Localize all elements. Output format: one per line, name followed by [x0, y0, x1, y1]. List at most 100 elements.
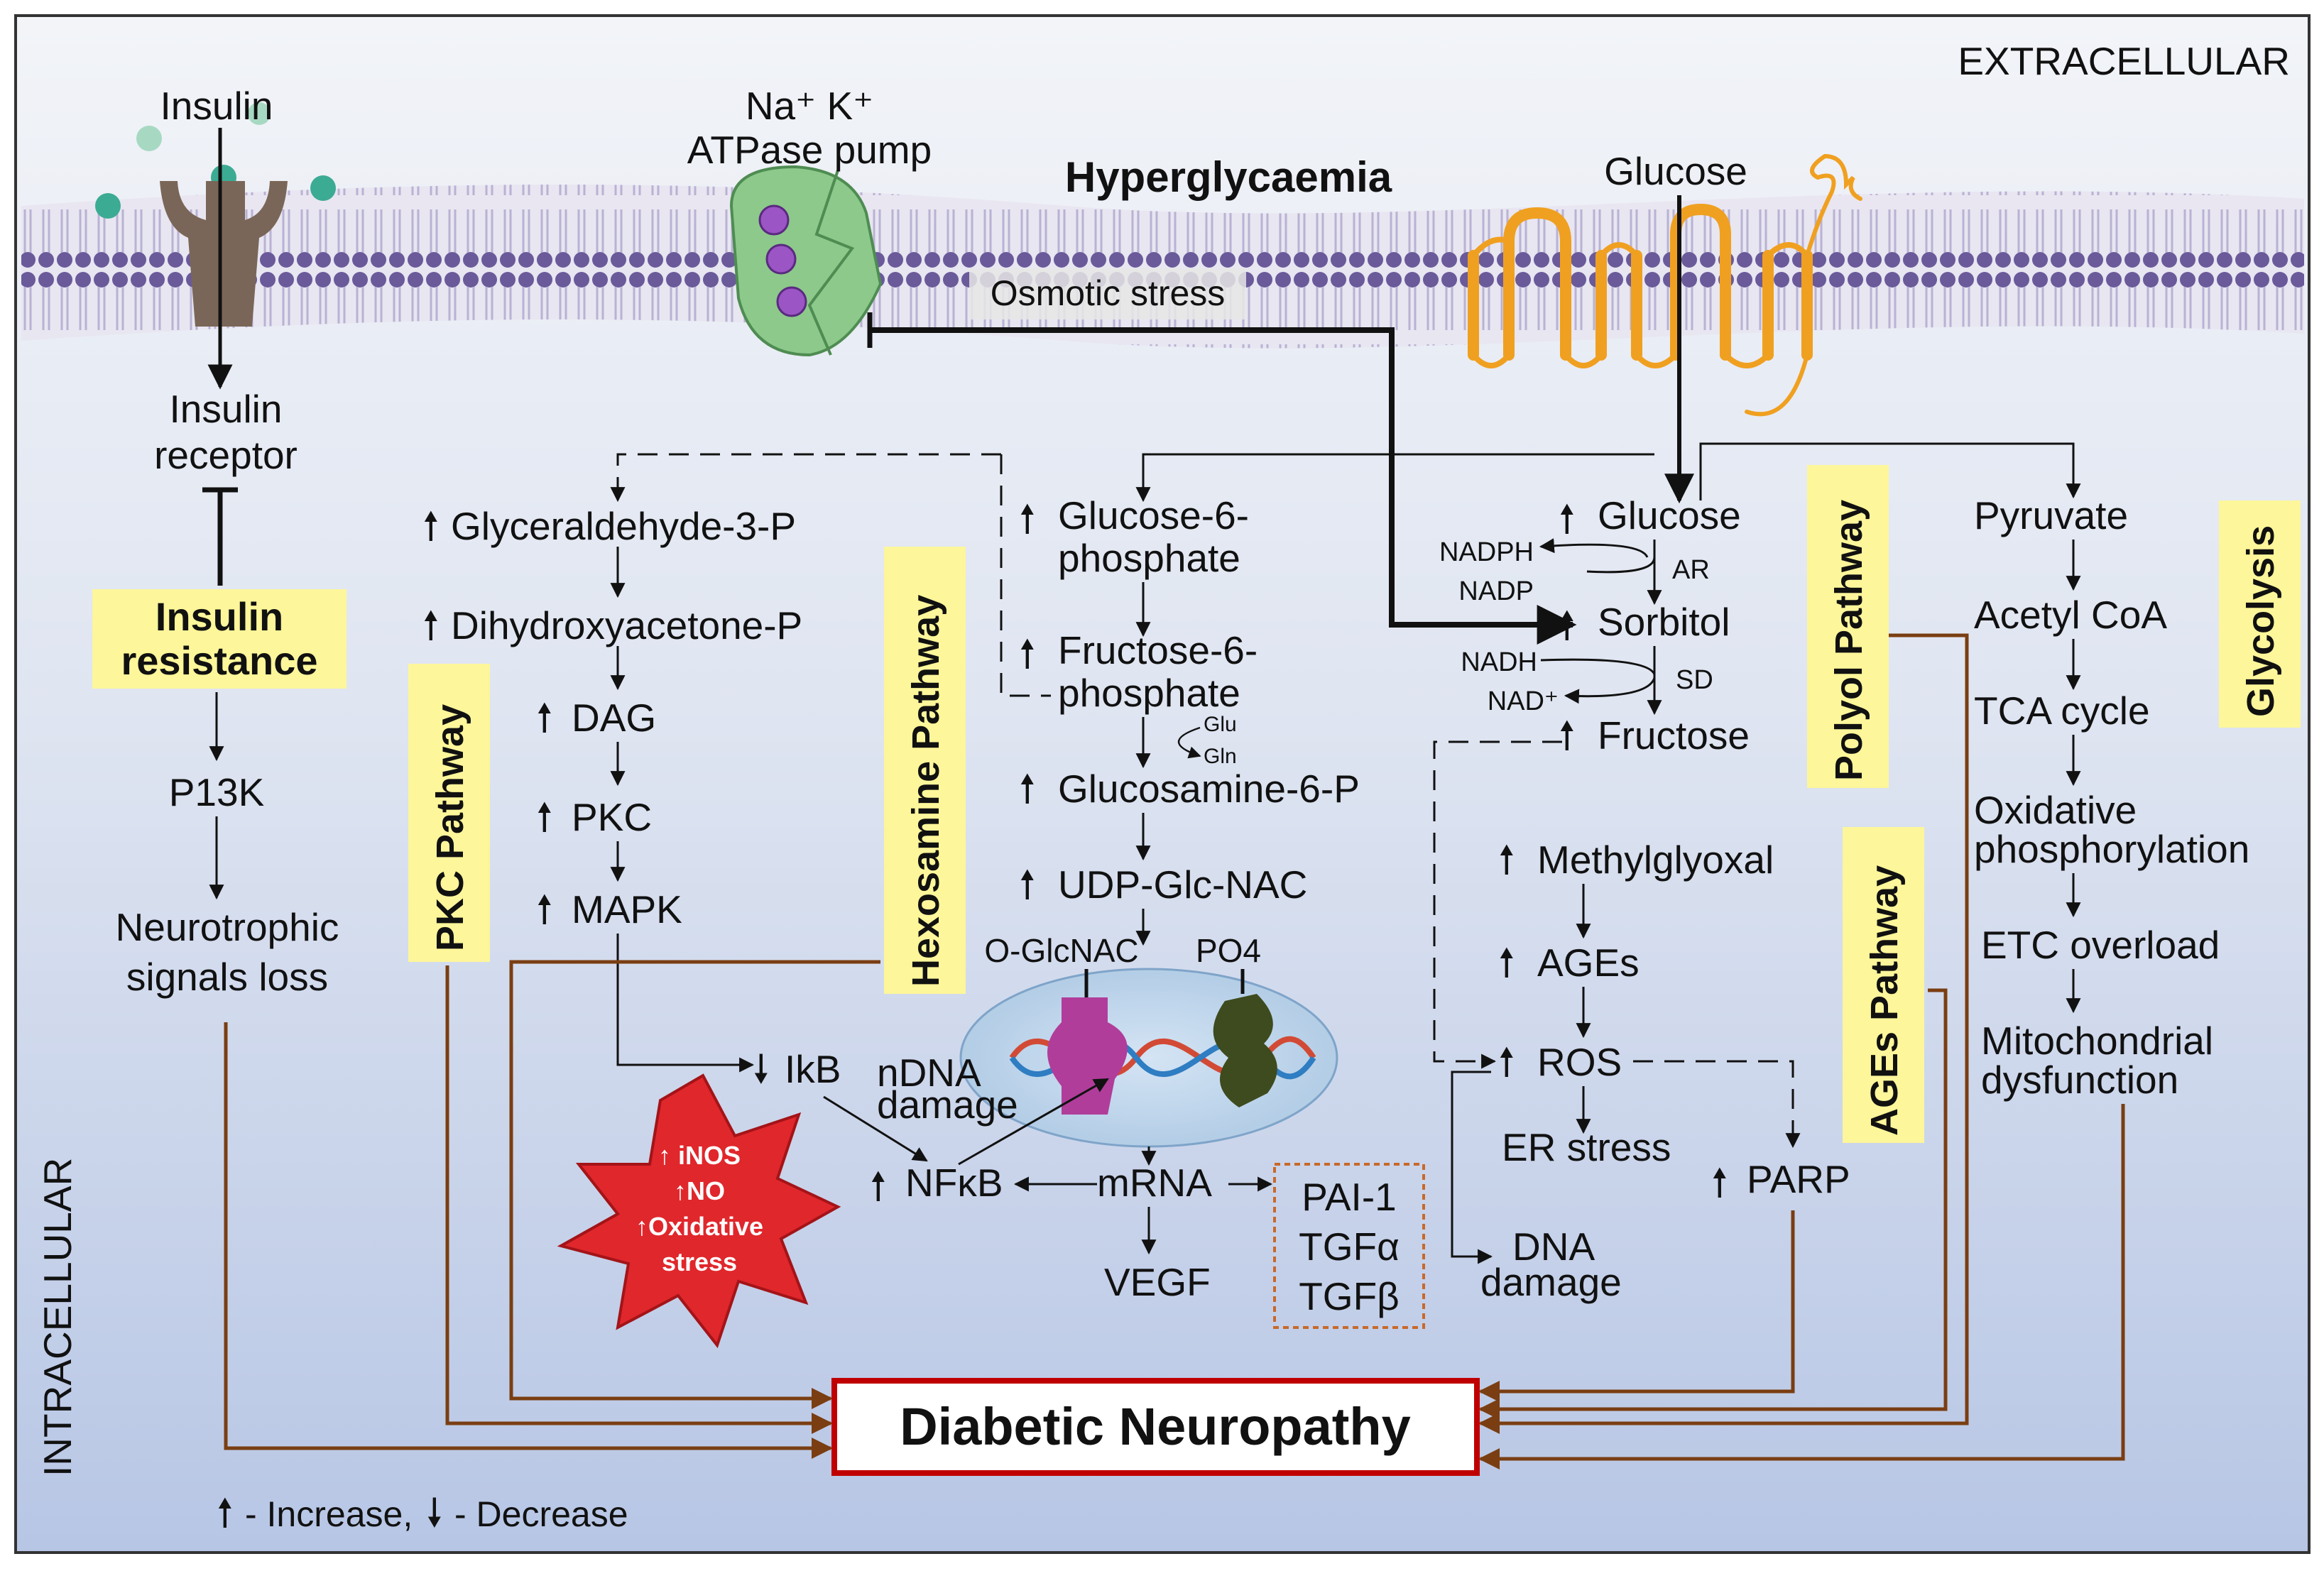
up-arrow-f6p: 🠕 [1019, 632, 1036, 676]
insulin-receptor-label-1: Insulin [170, 387, 283, 431]
glucose-outside-label: Glucose [1604, 149, 1747, 193]
pump-label-1: Na⁺ K⁺ [746, 84, 873, 128]
up-arrow-ros: 🠕 [1498, 1040, 1515, 1084]
hexosamine-pathway-box [884, 547, 966, 994]
star-line-4: stress [662, 1247, 737, 1276]
up-arrow-glyceraldehyde: 🠕 [422, 504, 440, 548]
nfkb-label: NFκB [905, 1161, 1003, 1205]
g6p-label-2: phosphate [1058, 536, 1240, 580]
dag-label: DAG [572, 696, 656, 740]
up-arrow-nfkb: 🠕 [870, 1164, 887, 1208]
star-line-1: ↑ iNOS [658, 1141, 741, 1170]
cell-membrane [21, 185, 2304, 349]
na-k-atpase-pump-graphic [729, 165, 883, 357]
arrow-ikb-nfkb [823, 1095, 928, 1162]
up-arrow-udp: 🠕 [1019, 863, 1036, 907]
nadh-label: NADH [1461, 647, 1537, 677]
up-arrow-glucose: 🠕 [1559, 497, 1576, 541]
up-arrow-g6p: 🠕 [1019, 497, 1036, 541]
legend-decrease: - Decrease [454, 1494, 628, 1534]
dna-damage-label-2: damage [1480, 1260, 1622, 1304]
dashed-f6p-to-glyceraldehyde [610, 453, 1001, 503]
sorbitol-label: Sorbitol [1598, 600, 1730, 644]
insulin-label: Insulin [160, 84, 273, 128]
star-line-3: ↑Oxidative [635, 1212, 763, 1241]
sd-label: SD [1676, 665, 1713, 695]
insulin-resistance-label-2: resistance [121, 638, 317, 683]
ndna-label-1: nDNA [877, 1051, 981, 1095]
nadh-curve [1540, 658, 1656, 675]
up-arrow-fructose: 🠕 [1559, 713, 1576, 757]
up-arrow-sorbitol: 🠕 [1559, 603, 1576, 647]
nad-label: NAD⁺ [1488, 686, 1559, 716]
ages-label: AGEs [1537, 941, 1640, 985]
vegf-label: VEGF [1104, 1260, 1211, 1304]
ox-phos-label-2: phosphorylation [1974, 827, 2249, 871]
ox-phos-label-1: Oxidative [1974, 788, 2137, 832]
insulin-receptor-label-2: receptor [154, 433, 298, 477]
f6p-label-1: Fructose-6- [1058, 628, 1258, 672]
up-arrow-parp: 🠕 [1711, 1161, 1728, 1205]
dashed-ros-to-parp [1633, 1060, 1801, 1149]
gene-products-box [1273, 1163, 1425, 1329]
pkc-label: PKC [572, 795, 652, 839]
arrow-glucose-to-g6p [1135, 453, 1654, 503]
pump-label-2: ATPase pump [687, 128, 932, 172]
gene-tgfa: TGFα [1299, 1225, 1400, 1269]
gene-pai1: PAI-1 [1302, 1175, 1396, 1219]
glucosamine-label: Glucosamine-6-P [1058, 767, 1360, 811]
glucose-transporter-graphic [1468, 153, 1862, 417]
pyruvate-label: Pyruvate [1974, 493, 2128, 537]
glyceraldehyde-label: Glyceraldehyde-3-P [451, 504, 796, 548]
extracellular-label: EXTRACELLULAR [1958, 39, 2290, 83]
glu-gln-curve [1177, 726, 1201, 759]
hexosamine-pathway-label: Hexosamine Pathway [905, 595, 947, 987]
polyol-pathway-label: Polyol Pathway [1828, 500, 1870, 781]
outcome-connectors [224, 633, 2125, 1469]
up-arrow-glucosamine: 🠕 [1019, 767, 1036, 811]
mito-label-1: Mitochondrial [1981, 1019, 2213, 1063]
ros-label: ROS [1537, 1040, 1622, 1084]
glycolysis-label: Glycolysis [2240, 525, 2282, 717]
legend-increase: - Increase, [245, 1494, 413, 1534]
udp-label: UDP-Glc-NAC [1058, 863, 1307, 907]
diabetic-neuropathy-box [831, 1378, 1480, 1476]
ages-pathway-box [1843, 827, 1924, 1143]
po4-label: PO4 [1196, 932, 1261, 969]
f6p-label-2: phosphate [1058, 671, 1240, 715]
dna-damage-label-1: DNA [1512, 1225, 1595, 1269]
up-arrow-ages: 🠕 [1498, 941, 1515, 985]
insulin-resistance-box [92, 589, 347, 689]
acetyl-coa-label: Acetyl CoA [1974, 593, 2167, 637]
fructose-label: Fructose [1598, 713, 1750, 757]
gene-tgfb: TGFβ [1299, 1274, 1400, 1318]
down-arrow-ikb: 🠗 [753, 1047, 770, 1091]
legend-down-arrow: 🠗 [426, 1491, 443, 1535]
hyperglycaemia-title: Hyperglycaemia [1065, 153, 1392, 201]
neurotrophic-label-2: signals loss [126, 955, 328, 999]
po4-protein [1213, 994, 1277, 1107]
p13k-label: P13K [169, 770, 265, 814]
polyol-glucose-label: Glucose [1598, 493, 1741, 537]
osmotic-stress-box [969, 268, 1246, 319]
tca-cycle-label: TCA cycle [1974, 689, 2150, 733]
dashed-f6p-connector [1000, 454, 1051, 697]
pkc-pathway-label: PKC Pathway [429, 704, 471, 951]
up-arrow-methylglyoxal: 🠕 [1498, 838, 1515, 882]
legend-up-arrow: 🠕 [217, 1491, 234, 1535]
arrow-mapk-ikb [616, 934, 755, 1073]
arrow-glucose-to-pyruvate [1699, 442, 2081, 500]
arrow-nfkb-dna [958, 1078, 1109, 1166]
g6p-label-1: Glucose-6- [1058, 493, 1249, 537]
etc-overload-label: ETC overload [1981, 923, 2220, 967]
polyol-pathway-box [1807, 465, 1889, 788]
intracellular-label: INTRACELLULAR [36, 1158, 80, 1477]
ages-pathway-label: AGEs Pathway [1863, 865, 1906, 1136]
mrna-label: mRNA [1097, 1161, 1212, 1205]
osmotic-stress-label: Osmotic stress [991, 273, 1226, 313]
ar-label: AR [1672, 555, 1710, 585]
up-arrow-pkc: 🠕 [536, 795, 553, 839]
gln-label: Gln [1204, 745, 1237, 768]
